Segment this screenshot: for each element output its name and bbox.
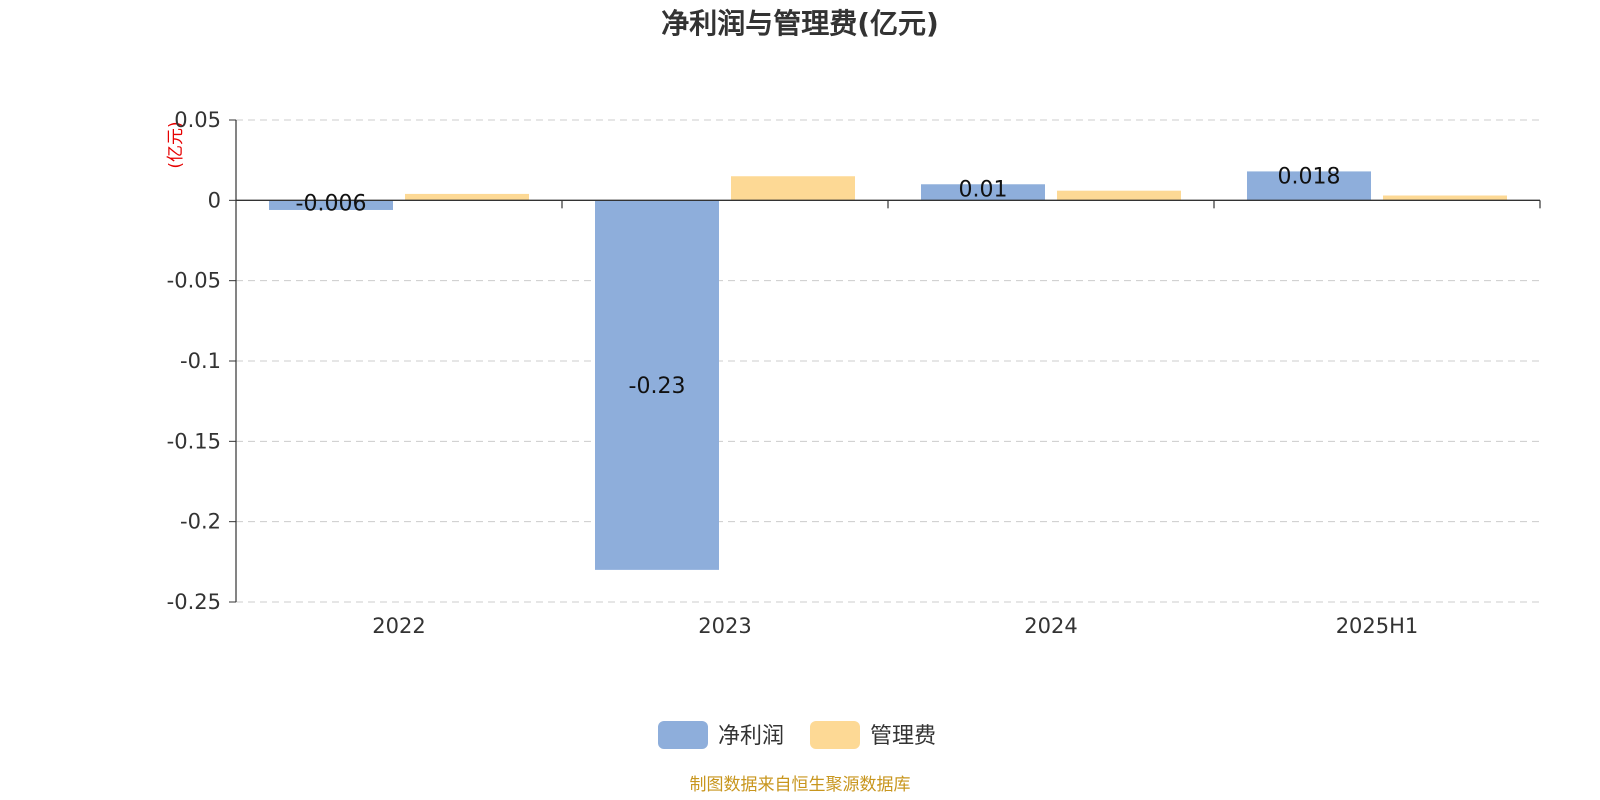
y-tick-label: -0.1 <box>180 349 221 373</box>
legend-swatch-net-profit <box>658 721 708 749</box>
data-label: 0.018 <box>1278 164 1341 189</box>
bar-net-profit-2023 <box>595 200 719 570</box>
legend: 净利润 管理费 <box>658 721 936 749</box>
y-axis-unit-label: (亿元) <box>166 121 186 168</box>
legend-swatch-management-fee <box>810 721 860 749</box>
bar-management-fee-2023 <box>731 176 855 201</box>
x-tick-label: 2022 <box>372 614 425 638</box>
bar-net-profit-2024 <box>921 184 1045 201</box>
y-tick-label: 0 <box>208 188 221 212</box>
y-tick-label: -0.05 <box>167 269 221 293</box>
data-label: -0.23 <box>629 374 686 399</box>
y-tick-label: 0.05 <box>174 108 221 132</box>
chart-title: 净利润与管理费(亿元) <box>661 7 939 40</box>
bar-management-fee-2024 <box>1057 190 1181 201</box>
grid-lines <box>236 119 1540 603</box>
bar-management-fee-2022 <box>405 193 529 201</box>
y-tick-label: -0.25 <box>167 590 221 614</box>
data-label: 0.01 <box>959 177 1008 202</box>
y-tick-label: -0.15 <box>167 429 221 453</box>
bar-net-profit-2022 <box>269 200 393 210</box>
axes: 0.05 0 -0.05 -0.1 -0.15 -0.2 -0.25 2022 2023 2024… <box>167 108 1541 638</box>
bars <box>269 171 1507 570</box>
y-tick-label: -0.2 <box>180 510 221 534</box>
source-note: 制图数据来自恒生聚源数据库 <box>690 775 911 795</box>
x-tick-label: 2023 <box>698 614 751 638</box>
x-tick-label: 2024 <box>1024 614 1077 638</box>
bar-net-profit-2025H1 <box>1247 171 1371 201</box>
legend-label-net-profit: 净利润 <box>718 724 784 749</box>
data-labels: -0.006 -0.23 0.01 0.018 <box>296 164 1341 399</box>
legend-label-management-fee: 管理费 <box>870 724 936 749</box>
x-tick-label: 2025H1 <box>1336 614 1419 638</box>
bar-management-fee-2025H1 <box>1383 195 1507 201</box>
data-label: -0.006 <box>296 191 367 216</box>
